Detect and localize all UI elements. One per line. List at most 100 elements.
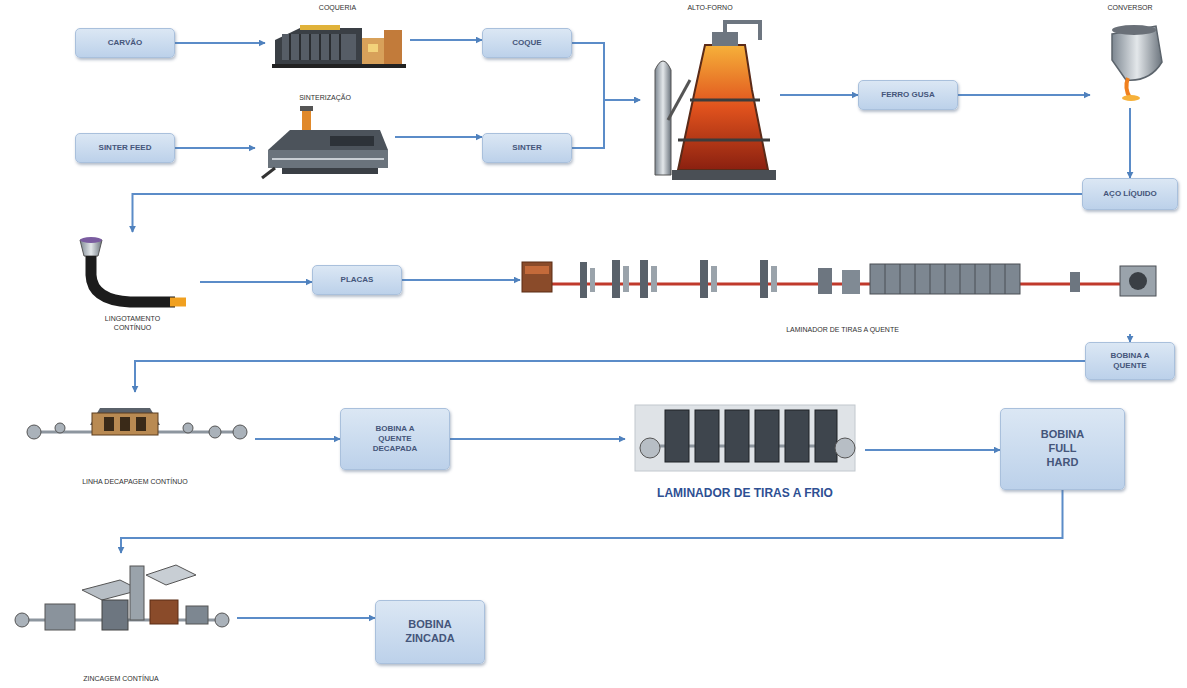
flow-arrow [395, 136, 482, 138]
blast-furnace-drawing-part [678, 139, 770, 142]
equipment-area: LAMINADOR DE TIRAS A QUENTE [520, 252, 1165, 334]
galvanizing-line-drawing-part [15, 613, 29, 627]
flow-arrow [200, 281, 312, 283]
flow-arrow [121, 490, 1063, 553]
converter-drawing [1112, 25, 1162, 101]
process-box: BOBINA ZINCADA [375, 600, 485, 664]
hot-strip-mill-drawing-part [711, 266, 717, 292]
flow-arrow [572, 43, 640, 100]
coke-oven-drawing-part [309, 34, 311, 60]
coke-oven-drawing-part [368, 44, 378, 52]
blast-furnace-drawing-part [712, 32, 738, 46]
cold-strip-mill-drawing-part [755, 410, 779, 462]
sinter-plant-drawing-part [282, 168, 378, 174]
hot-strip-mill-drawing-part [945, 264, 946, 294]
flow-arrow [1129, 108, 1131, 178]
equipment-area: LINGOTAMENTO CONTÍNUO [65, 232, 200, 332]
hot-strip-mill-drawing-part [1070, 272, 1080, 292]
process-box: BOBINA A QUENTE DECAPADA [340, 408, 450, 470]
flow-arrow [237, 617, 375, 619]
hot-strip-mill-drawing-part [580, 262, 587, 298]
process-box: BOBINA FULL HARD [1000, 408, 1125, 490]
sinter-plant-drawing-part [300, 106, 313, 111]
hot-strip-mill-drawing-part [525, 266, 549, 274]
coke-oven-drawing-part [339, 34, 341, 60]
flow-arrow [255, 438, 340, 440]
process-box: CARVÃO [75, 28, 175, 58]
blast-furnace-drawing [655, 22, 776, 180]
hot-strip-mill-drawing-part [1129, 272, 1147, 290]
process-box: AÇO LÍQUIDO [1082, 178, 1178, 210]
flow-arrow [133, 194, 1083, 232]
coke-oven-drawing [272, 25, 406, 68]
pickling-line-drawing-part [92, 413, 158, 435]
sinter-plant-drawing [262, 106, 388, 178]
cold-strip-mill-drawing-part [815, 410, 837, 462]
box-label: SINTER FEED [99, 143, 152, 153]
hot-strip-mill-drawing-part [930, 264, 931, 294]
continuous-caster-drawing-part [170, 298, 186, 307]
box-label: BOBINA ZINCADA [395, 618, 465, 646]
coke-oven-drawing-part [362, 38, 384, 64]
coke-oven-drawing-part [275, 28, 362, 64]
sinter-plant-drawing-part [330, 136, 374, 146]
equipment-label: LINGOTAMENTO CONTÍNUO [88, 315, 178, 332]
sinter-plant-drawing-part [268, 150, 388, 168]
hot-strip-mill-drawing-part [900, 264, 901, 294]
pickling-line-drawing-part [233, 425, 247, 439]
cold-strip-mill-drawing-part [785, 410, 809, 462]
flow-arrow [572, 100, 640, 148]
blast-furnace-drawing-part [668, 80, 690, 120]
hot-strip-mill-drawing-part [522, 262, 552, 292]
galvanizing-line-drawing-part [130, 566, 144, 620]
cold-strip-mill-drawing [635, 405, 855, 471]
hot-strip-mill-drawing-part [960, 264, 961, 294]
coke-oven-drawing-part [329, 34, 331, 60]
pickling-line-drawing-part [209, 426, 221, 438]
hot-strip-mill-drawing-part [612, 260, 620, 298]
hot-strip-mill-drawing-part [771, 266, 777, 292]
galvanizing-line-drawing-part [215, 613, 229, 627]
flow-arrow [450, 438, 625, 440]
process-box: COQUE [482, 28, 572, 58]
converter-drawing-part [1112, 25, 1156, 35]
converter-drawing-part [1112, 26, 1162, 80]
equipment-label: ZINCAGEM CONTÍNUA [83, 675, 158, 683]
flow-arrow [958, 94, 1090, 96]
pickling-line-drawing-part [136, 417, 146, 431]
equipment-label: LINHA DECAPAGEM CONTÍNUO [82, 478, 188, 486]
equipment-area: LAMINADOR DE TIRAS A FRIO [625, 400, 865, 500]
flow-arrow [175, 42, 265, 44]
converter-drawing-part [1122, 95, 1140, 101]
equipment-label: LAMINADOR DE TIRAS A FRIO [657, 486, 833, 500]
flow-arrow [410, 39, 482, 41]
blast-furnace-drawing-part [725, 22, 760, 40]
sinter-plant-drawing-part [268, 130, 388, 150]
cold-strip-mill-drawing-part [665, 410, 689, 462]
galvanizing-line-drawing [15, 565, 229, 630]
box-label: BOBINA FULL HARD [1033, 428, 1093, 469]
box-label: PLACAS [341, 275, 374, 285]
equipment-label: SINTERIZAÇÃO [299, 94, 351, 102]
pickling-line-drawing-part [183, 423, 193, 433]
hot-strip-mill-drawing-part [975, 264, 976, 294]
sinter-plant-drawing-part [262, 168, 275, 178]
continuous-caster-drawing-part [91, 256, 175, 302]
equipment-label: CONVERSOR [1107, 4, 1152, 12]
hot-strip-mill-drawing-part [842, 270, 860, 294]
hot-strip-mill-drawing-part [651, 266, 657, 292]
equipment-area: CONVERSOR [1090, 4, 1170, 108]
cold-strip-mill-drawing-part [725, 410, 749, 462]
process-box: PLACAS [312, 265, 402, 295]
box-label: SINTER [512, 143, 541, 153]
blast-furnace-drawing-part [678, 45, 768, 170]
process-box: SINTER [482, 133, 572, 163]
hot-strip-mill-drawing-part [1120, 266, 1156, 296]
pickling-line-drawing-part [55, 423, 65, 433]
coke-oven-drawing-part [272, 64, 406, 68]
box-label: COQUE [512, 38, 541, 48]
box-label: BOBINA A QUENTE DECAPADA [360, 424, 430, 454]
